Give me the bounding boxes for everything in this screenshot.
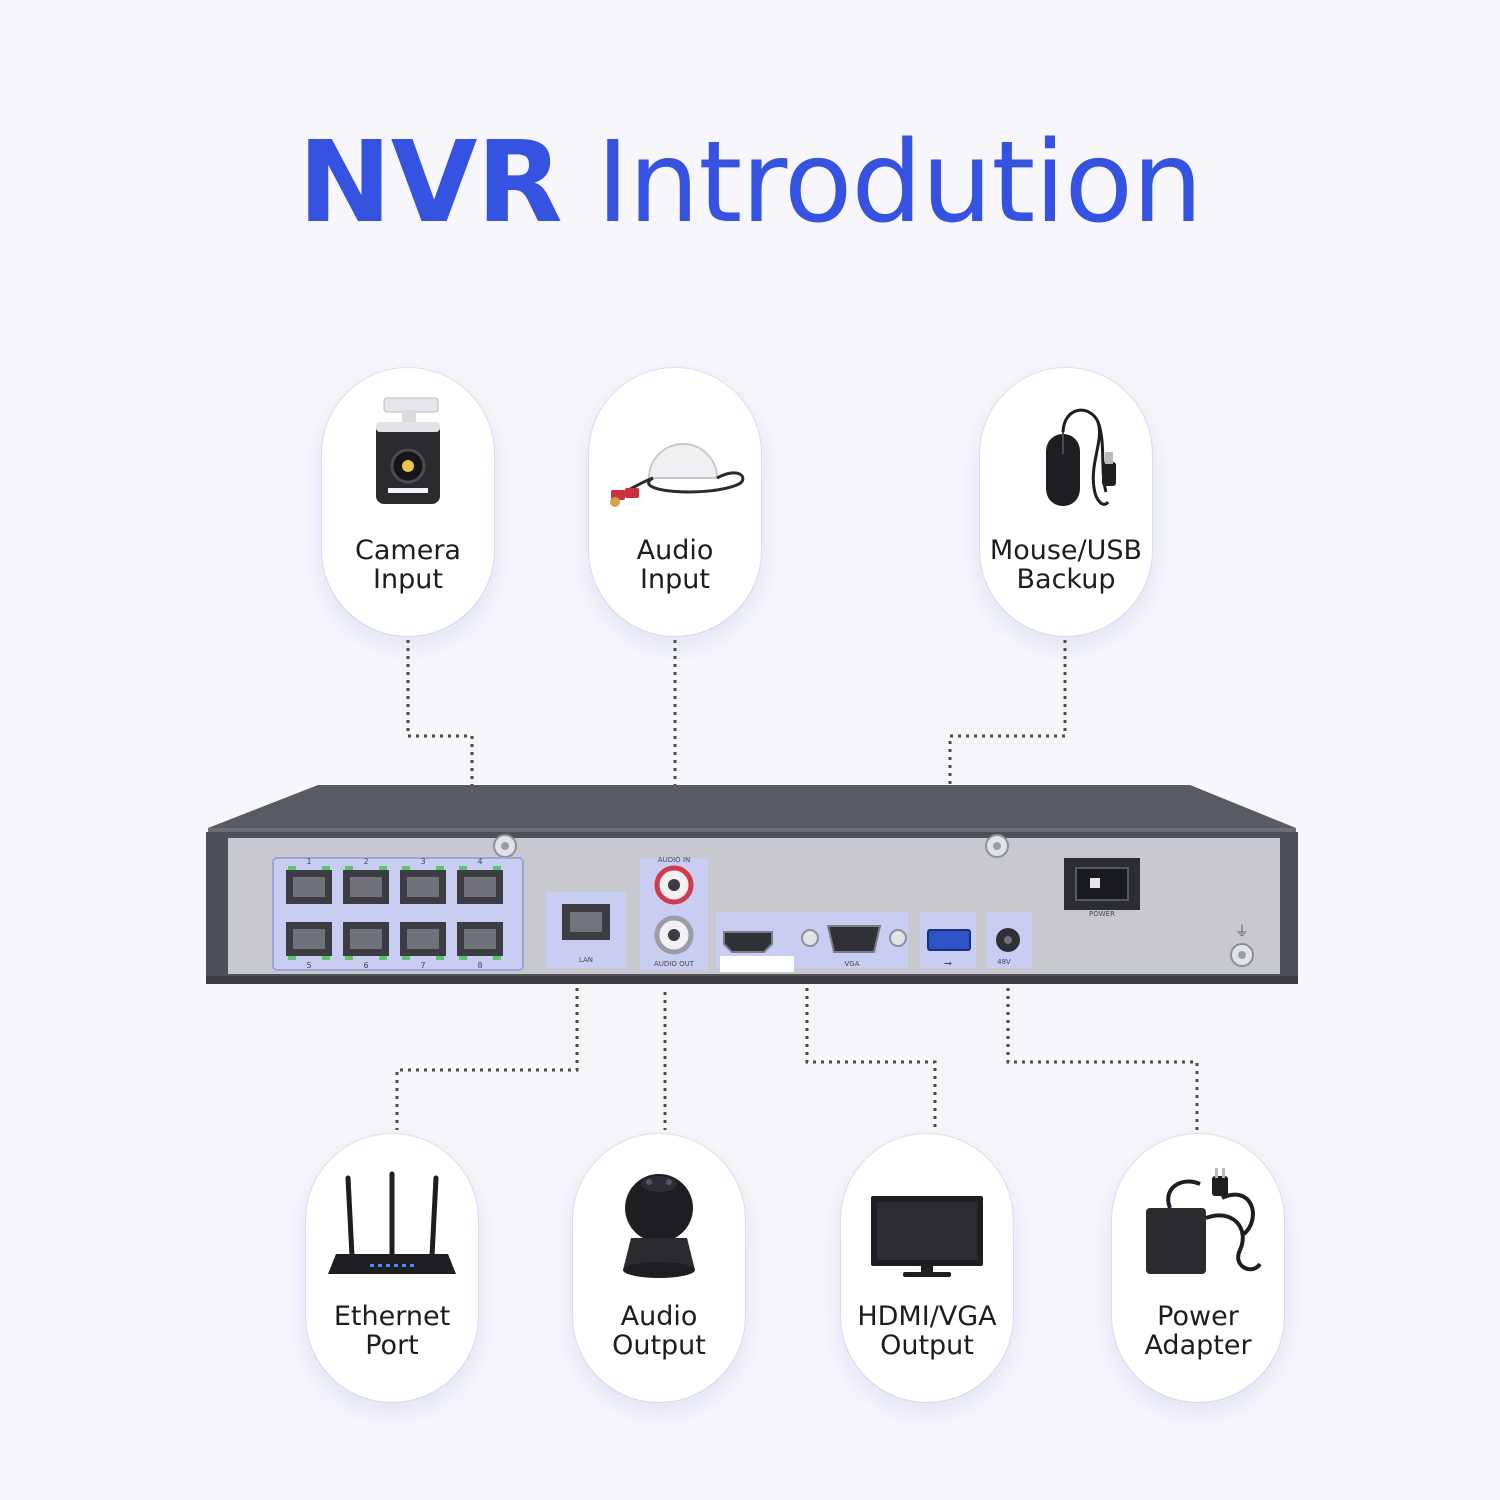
power-adapter-icon	[1146, 1168, 1262, 1274]
poe-port-number: 6	[363, 961, 368, 970]
pill-ethernet-port: Ethernet Port	[306, 1134, 478, 1402]
usb-port	[927, 929, 971, 951]
pill-mouse-usb-backup: Mouse/USB Backup	[980, 368, 1152, 636]
audio-out-label: AUDIO OUT	[654, 960, 695, 968]
router-icon	[328, 1171, 456, 1274]
page-title: NVR Introdution	[0, 118, 1500, 248]
poe-port: 1	[286, 857, 332, 904]
pill-power-adapter: Power Adapter	[1112, 1134, 1284, 1402]
poe-port-number: 7	[420, 961, 425, 970]
connector-power	[1006, 972, 1199, 1130]
audio-input-label: Audio Input	[636, 535, 714, 595]
usb-icon: ⭢	[944, 958, 952, 969]
camera-input-label: Camera Input	[355, 535, 461, 595]
pill-audio-output: Audio Output	[573, 1134, 745, 1402]
audio-output-label: Audio Output	[612, 1301, 706, 1361]
title-bold: NVR	[298, 118, 563, 248]
poe-port: 3	[400, 857, 446, 904]
poe-port-number: 4	[477, 857, 482, 866]
audio-in-label: AUDIO IN	[658, 856, 690, 864]
hdmi-port	[723, 931, 773, 953]
mouse-icon	[1046, 408, 1116, 506]
mouse-usb-backup-label: Mouse/USB Backup	[989, 535, 1143, 595]
monitor-icon	[871, 1196, 983, 1277]
poe-ports: 1 2 3 4 5 6 7 8	[286, 857, 503, 970]
power-adapter-label: Power Adapter	[1144, 1301, 1252, 1361]
poe-port: 5	[286, 922, 332, 970]
poe-port-number: 3	[420, 857, 425, 866]
title-rest: Introdution	[596, 118, 1203, 248]
poe-port-number: 5	[306, 961, 311, 970]
poe-port: 4	[457, 857, 503, 904]
poe-port-number: 2	[363, 857, 368, 866]
vga-port	[826, 925, 882, 953]
poe-port: 7	[400, 922, 446, 970]
poe-port: 6	[343, 922, 389, 970]
hdmi-vga-output-label: HDMI/VGA Output	[857, 1301, 997, 1361]
ground-icon: ⏚	[1235, 924, 1249, 940]
poe-port: 2	[343, 857, 389, 904]
connector-camera	[406, 640, 474, 828]
dc-label: 48V	[997, 958, 1011, 966]
vga-label: VGA	[844, 960, 859, 968]
connector-ethernet	[395, 972, 579, 1130]
pill-audio-input: Audio Input	[589, 368, 761, 636]
pill-camera-input: Camera Input	[322, 368, 494, 636]
poe-port: 8	[457, 922, 503, 970]
poe-port-number: 1	[306, 857, 311, 866]
microphone-icon	[610, 443, 745, 507]
poe-port-number: 8	[477, 961, 482, 970]
camera-icon	[376, 397, 440, 504]
lan-label: LAN	[579, 956, 593, 964]
chassis-top	[208, 785, 1296, 828]
pill-hdmi-vga-output: HDMI/VGA Output	[841, 1134, 1013, 1402]
ethernet-port-label: Ethernet Port	[333, 1301, 451, 1361]
power-label: POWER	[1089, 910, 1115, 918]
speaker-icon	[623, 1174, 695, 1278]
connector-hdmi-vga	[805, 972, 937, 1130]
